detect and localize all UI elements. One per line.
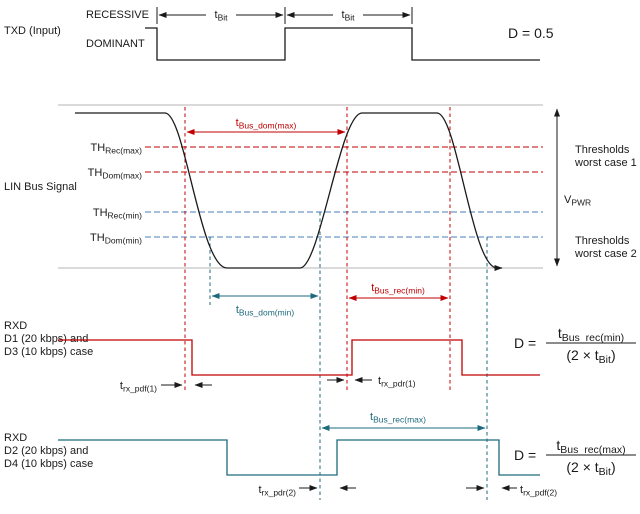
rxd2-label-line3: D4 (10 kbps) case xyxy=(4,458,93,470)
rxd1-waveform xyxy=(58,339,540,376)
duty-cycle-label: D = 0.5 xyxy=(508,25,554,41)
txd-signal-label: TXD (Input) xyxy=(4,25,61,37)
rxd2-label-line2: D2 (20 kbps) and xyxy=(4,445,88,457)
tbus-dom-min-label: tBus_dom(min) xyxy=(236,304,294,318)
rxd1-section: RXD D1 (20 kbps) and D3 (10 kbps) case t… xyxy=(4,320,636,394)
tbus-rec-min-label: tBus_rec(min) xyxy=(371,282,425,296)
duty-formula-2: D = tBus_rec(max) (2 × tBit) xyxy=(514,437,636,478)
thdom-max-label: THDom(max) xyxy=(88,167,143,181)
txd-dominant-label: DOMINANT xyxy=(86,38,145,50)
vpwr-label: VPWR xyxy=(564,194,591,208)
rxd2-waveform xyxy=(58,439,540,476)
threc-min-label: THRec(min) xyxy=(93,207,142,221)
formula2-lhs: D = xyxy=(514,447,536,463)
trx-pdr2-label: trx_pdr(2) xyxy=(258,484,296,498)
threc-max-label: THRec(max) xyxy=(90,142,142,156)
txd-waveform xyxy=(145,27,540,61)
rxd1-label-line3: D3 (10 kbps) case xyxy=(4,346,93,358)
tbit-label-2: tBit xyxy=(342,9,356,23)
thdom-min-label: THDom(min) xyxy=(90,232,142,246)
txd-section: RECESSIVE DOMINANT TXD (Input) tBit tBit… xyxy=(4,7,554,61)
worst-case-1-line2: worst case 1 xyxy=(574,157,637,169)
tbus-rec-max-label: tBus_rec(max) xyxy=(370,411,426,425)
formula1-denominator: (2 × tBit) xyxy=(566,347,615,366)
trx-pdf2-label: trx_pdf(2) xyxy=(520,484,557,498)
lin-bus-waveform xyxy=(75,112,503,271)
duty-formula-1: D = tBus_rec(min) (2 × tBit) xyxy=(514,325,636,366)
worst-case-1-line1: Thresholds xyxy=(575,144,630,156)
tbit-label-1: tBit xyxy=(215,9,229,23)
formula2-numerator: tBus_rec(max) xyxy=(556,437,625,456)
trx-pdf1-label: trx_pdf(1) xyxy=(120,380,157,394)
worst-case-2-line2: worst case 2 xyxy=(574,248,637,260)
tbit-label-bg-1 xyxy=(206,8,236,21)
tbit-label-bg-2 xyxy=(333,8,363,21)
formula2-denominator: (2 × tBit) xyxy=(566,459,615,478)
rxd1-label-line1: RXD xyxy=(4,320,27,332)
rxd2-section: RXD D2 (20 kbps) and D4 (10 kbps) case t… xyxy=(4,411,636,498)
formula1-lhs: D = xyxy=(514,335,536,351)
txd-recessive-label: RECESSIVE xyxy=(86,9,149,21)
worst-case-2-line1: Thresholds xyxy=(575,235,630,247)
lin-bus-signal-label: LIN Bus Signal xyxy=(4,181,77,193)
rxd1-label-line2: D1 (20 kbps) and xyxy=(4,333,88,345)
rxd2-label-line1: RXD xyxy=(4,432,27,444)
tbus-dom-max-label: tBus_dom(max) xyxy=(236,117,297,131)
formula1-numerator: tBus_rec(min) xyxy=(558,325,624,344)
lin-bus-section: THRec(max) THDom(max) THRec(min) THDom(m… xyxy=(4,104,637,500)
trx-pdr1-label: trx_pdr(1) xyxy=(378,375,416,389)
